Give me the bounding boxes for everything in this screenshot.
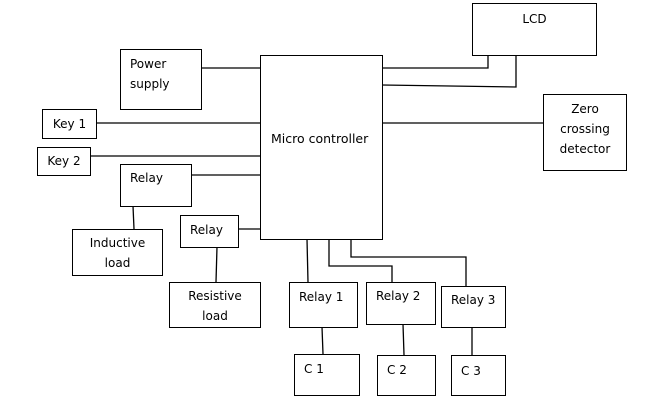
c2-label: C 2 [387,363,407,377]
inductive-load-block: Inductive load [72,229,163,276]
key2-block: Key 2 [37,147,91,176]
inductive-load-label-line2: load [104,256,131,270]
wire-relay-lower-resistive [215,246,218,283]
wire-mcu-relay1 [306,238,309,283]
relay-upper-block: Relay [120,164,192,207]
relay-lower-label: Relay [190,223,223,237]
wire-relay-upper-inductive [132,205,135,230]
relay-upper-label: Relay [130,171,163,185]
microcontroller-block: Micro controller [260,55,383,240]
c1-block: C 1 [294,354,360,396]
power-supply-label-line2: supply [130,77,170,91]
zero-crossing-label-line2: crossing [560,122,610,136]
relay1-label: Relay 1 [299,290,344,304]
zero-crossing-label-line3: detector [559,142,611,156]
zero-crossing-label-line1: Zero [571,102,599,116]
c2-block: C 2 [377,355,436,396]
resistive-load-label-line2: load [202,309,228,323]
relay2-label: Relay 2 [376,289,421,303]
key1-block: Key 1 [42,109,97,139]
c3-block: C 3 [451,355,506,396]
key1-label: Key 1 [52,117,87,131]
relay2-block: Relay 2 [366,282,436,325]
relay-lower-block: Relay [180,215,239,248]
resistive-load-block: Resistive load [169,282,261,328]
lcd-block: LCD [472,3,597,56]
resistive-load-label-line1: Resistive [188,289,242,303]
wire-mcu-lcd-2 [381,55,517,88]
power-supply-label-line1: Power [130,57,167,71]
wire-mcu-relay3 [350,239,467,286]
c1-label: C 1 [304,362,324,376]
relay3-block: Relay 3 [441,286,506,328]
microcontroller-label: Micro controller [271,131,369,146]
zero-crossing-detector-block: Zero crossing detector [543,94,627,171]
power-supply-block: Power supply [120,49,202,110]
wire-mcu-lcd-1 [382,55,489,69]
inductive-load-label-line1: Inductive [89,236,146,250]
relay3-label: Relay 3 [451,293,496,307]
wire-relay2-c2 [402,323,405,356]
relay1-block: Relay 1 [289,282,358,328]
wire-mcu-relay2 [328,239,393,282]
lcd-label: LCD [522,12,547,26]
c3-label: C 3 [461,364,481,378]
key2-label: Key 2 [47,154,81,168]
wire-relay1-c1 [321,326,324,355]
